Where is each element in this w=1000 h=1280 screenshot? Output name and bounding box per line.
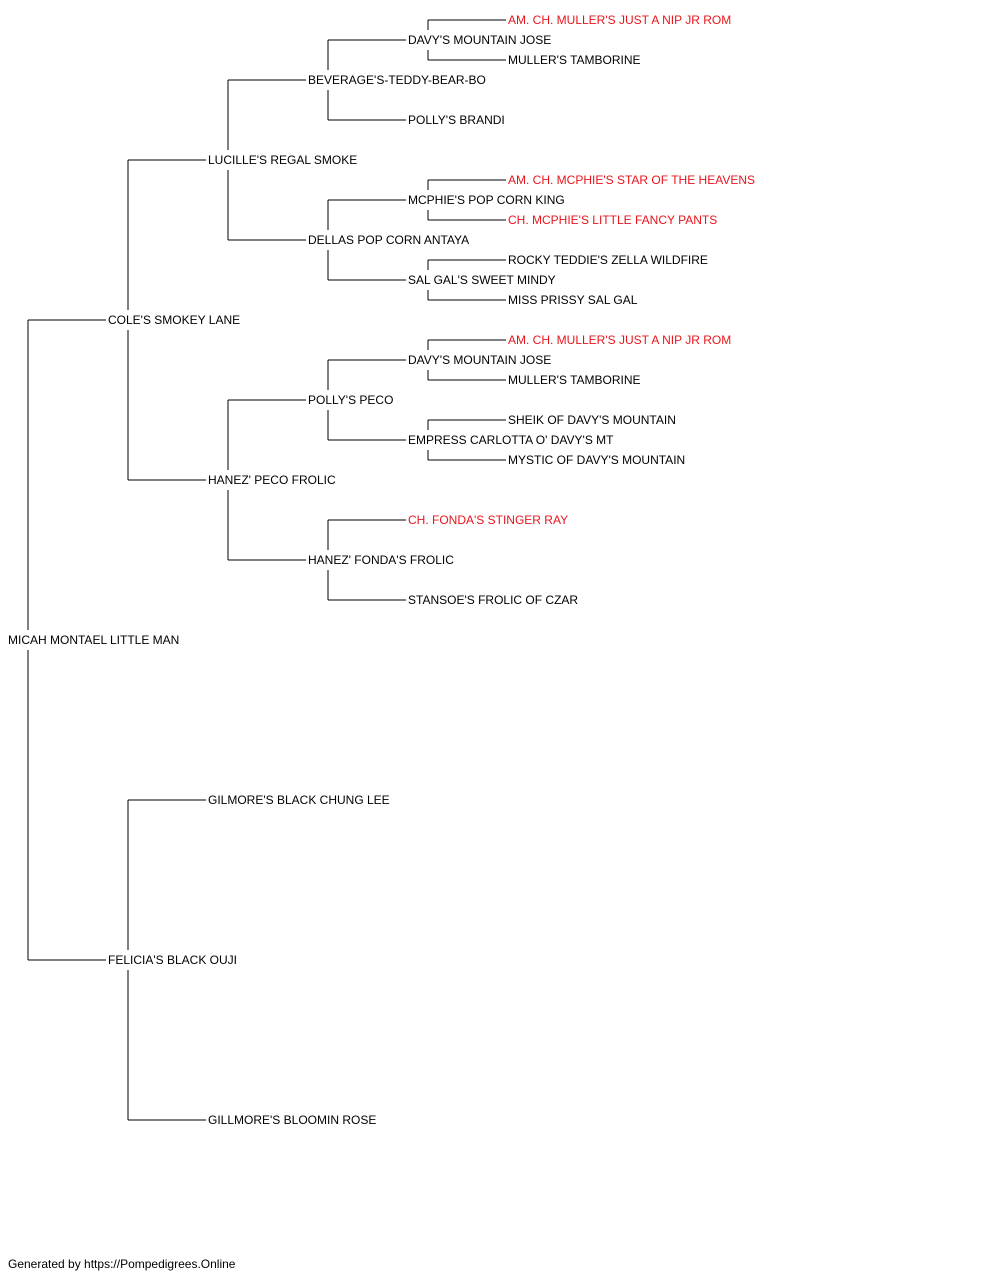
dam-name: GILLMORE'S BLOOMIN ROSE	[208, 1113, 379, 1127]
sire-name: DAVY'S MOUNTAIN JOSE	[408, 353, 554, 367]
dam-name: MULLER'S TAMBORINE	[508, 53, 643, 67]
sire-name: AM. CH. MULLER'S JUST A NIP JR ROM	[508, 333, 734, 347]
sire-name: MCPHIE'S POP CORN KING	[408, 193, 567, 207]
dam-name: HANEZ' PECO FROLIC	[208, 473, 338, 487]
dam-name: DELLAS POP CORN ANTAYA	[308, 233, 472, 247]
dam-name: MISS PRISSY SAL GAL	[508, 293, 640, 307]
dam-name: STANSOE'S FROLIC OF CZAR	[408, 593, 581, 607]
sire-name: COLE'S SMOKEY LANE	[108, 313, 243, 327]
sire-name: LUCILLE'S REGAL SMOKE	[208, 153, 360, 167]
footer-credit: Generated by https://Pompedigrees.Online	[8, 1257, 236, 1271]
dam-name: MULLER'S TAMBORINE	[508, 373, 643, 387]
dam-name: CH. MCPHIE'S LITTLE FANCY PANTS	[508, 213, 720, 227]
dam-name: SAL GAL'S SWEET MINDY	[408, 273, 558, 287]
sire-name: DAVY'S MOUNTAIN JOSE	[408, 33, 554, 47]
sire-name: CH. FONDA'S STINGER RAY	[408, 513, 571, 527]
sire-name: AM. CH. MCPHIE'S STAR OF THE HEAVENS	[508, 173, 757, 187]
sire-name: SHEIK OF DAVY'S MOUNTAIN	[508, 413, 678, 427]
sire-name: ROCKY TEDDIE'S ZELLA WILDFIRE	[508, 253, 710, 267]
sire-name: BEVERAGE'S-TEDDY-BEAR-BO	[308, 73, 488, 87]
subject-name: MICAH MONTAEL LITTLE MAN	[8, 633, 182, 647]
dam-name: FELICIA'S BLACK OUJI	[108, 953, 239, 967]
dam-name: EMPRESS CARLOTTA O' DAVY'S MT	[408, 433, 616, 447]
dam-name: HANEZ' FONDA'S FROLIC	[308, 553, 456, 567]
dam-name: MYSTIC OF DAVY'S MOUNTAIN	[508, 453, 688, 467]
dam-name: POLLY'S BRANDI	[408, 113, 507, 127]
sire-name: POLLY'S PECO	[308, 393, 396, 407]
sire-name: GILMORE'S BLACK CHUNG LEE	[208, 793, 392, 807]
sire-name: AM. CH. MULLER'S JUST A NIP JR ROM	[508, 13, 734, 27]
